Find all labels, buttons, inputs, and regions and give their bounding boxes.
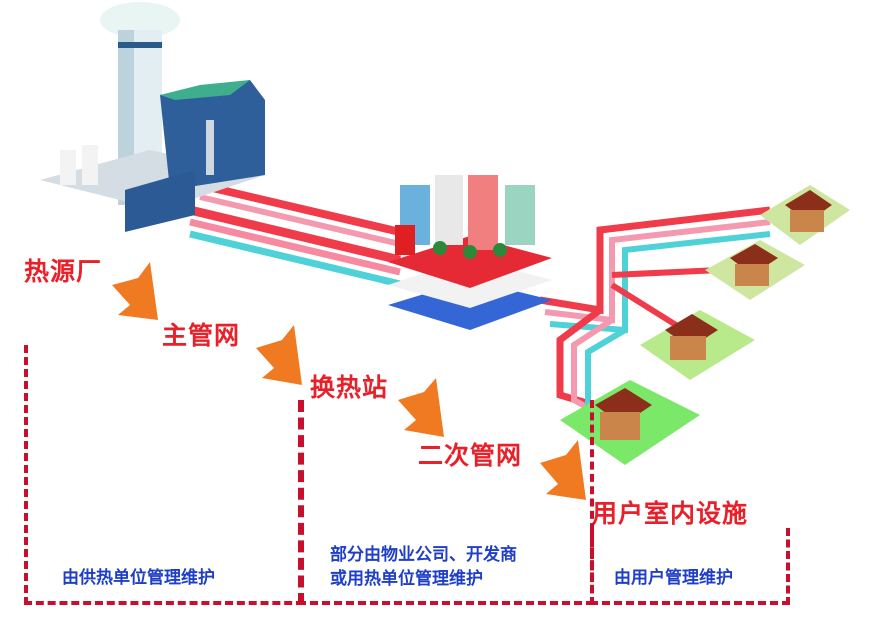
stage-label-heat-exchange-station: 换热站 xyxy=(310,373,389,402)
house xyxy=(560,380,700,465)
responsibility-box-user xyxy=(590,528,790,605)
house xyxy=(640,310,755,380)
flow-arrow-icon xyxy=(112,262,158,320)
responsibility-supplier-text: 由供热单位管理维护 xyxy=(62,568,215,588)
stage-label-indoor-facilities: 用户室内设施 xyxy=(592,499,749,528)
stage-label-heat-source: 热源厂 xyxy=(24,257,103,286)
flow-arrow-icon xyxy=(256,325,302,385)
responsibility-user-text: 由用户管理维护 xyxy=(614,568,733,588)
heat-source-plant-illustration xyxy=(40,2,265,232)
house xyxy=(705,240,805,300)
stage-label-main-network: 主管网 xyxy=(162,321,241,350)
responsibility-property-line2: 或用热单位管理维护 xyxy=(330,569,483,589)
main-pipe-network xyxy=(188,181,402,288)
flow-arrow-icon xyxy=(540,440,586,500)
responsibility-box-property xyxy=(298,400,594,605)
stage-label-secondary-network: 二次管网 xyxy=(418,441,523,470)
user-houses-illustration xyxy=(560,185,850,465)
responsibility-property-line1: 部分由物业公司、开发商 xyxy=(330,545,517,565)
responsibility-box-supplier xyxy=(24,345,304,605)
house xyxy=(760,185,850,245)
heat-exchange-station-illustration xyxy=(388,175,552,330)
flow-arrow-icon xyxy=(398,378,444,437)
